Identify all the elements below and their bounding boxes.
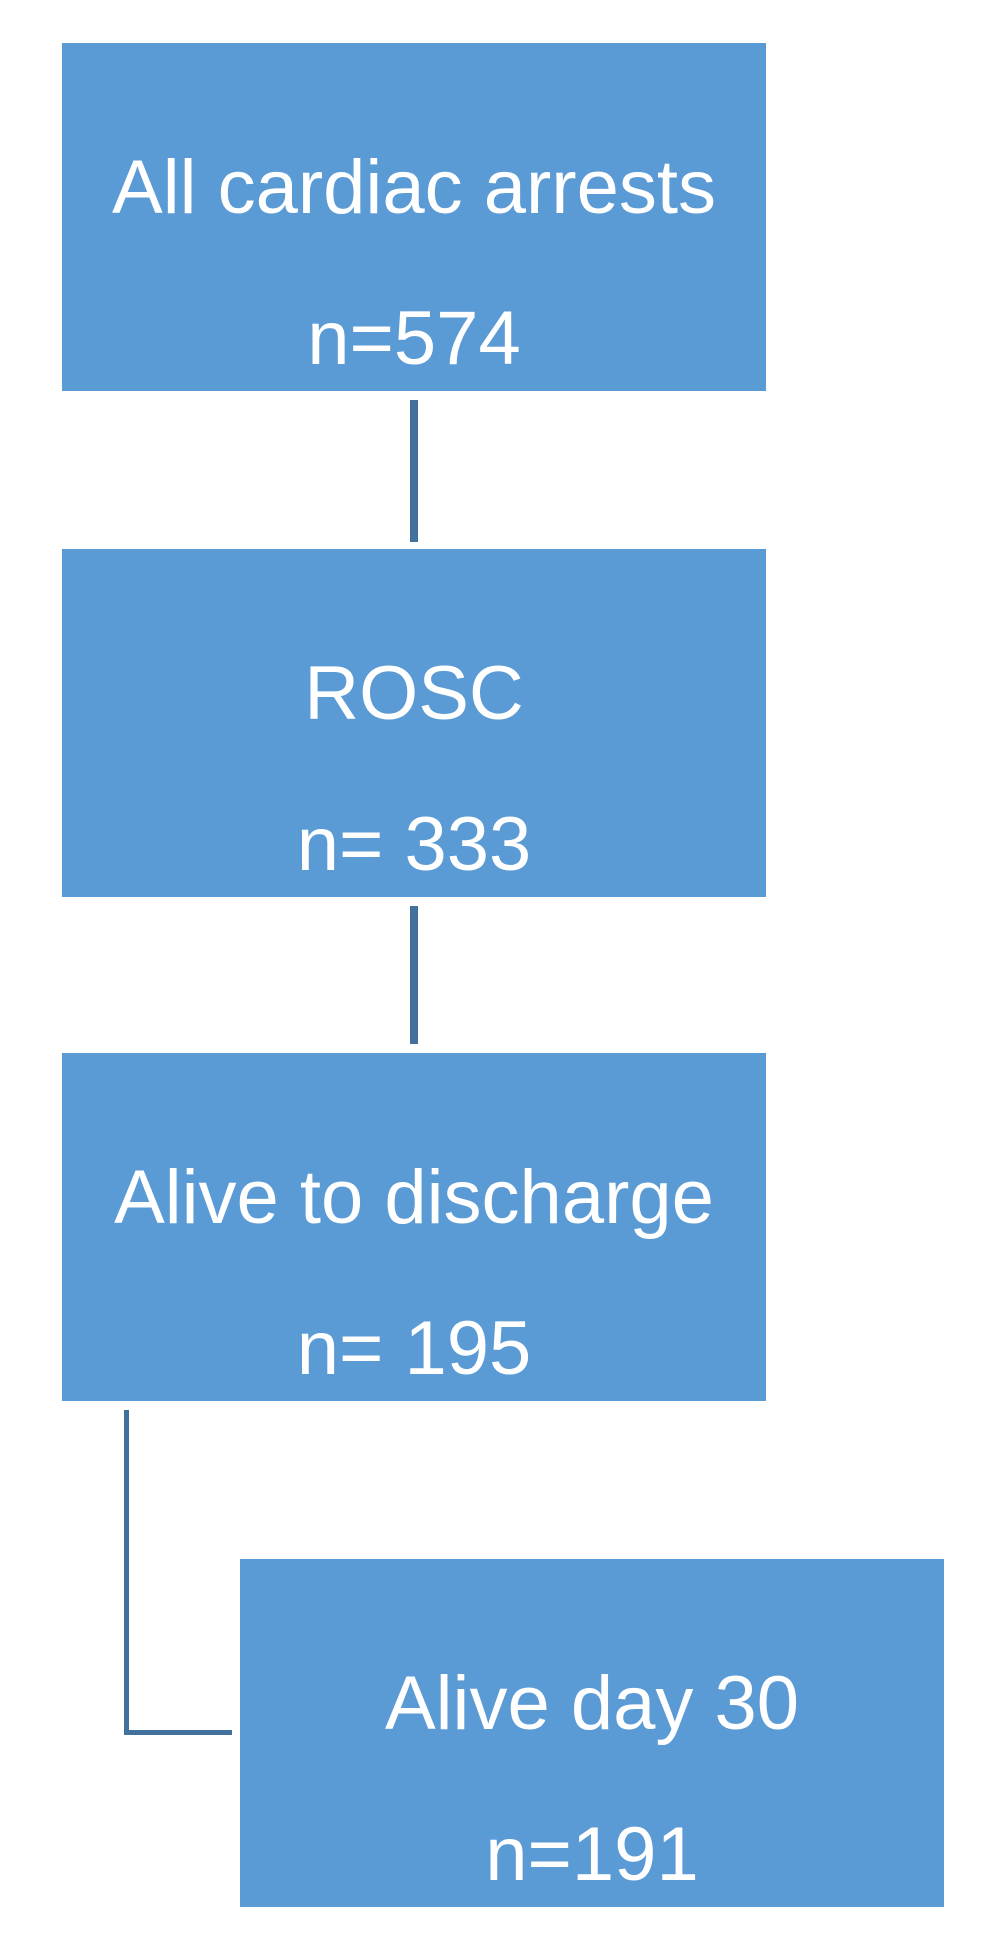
connector-line xyxy=(410,400,418,542)
box-title: Alive to discharge xyxy=(114,1155,714,1240)
box-count: n= 195 xyxy=(296,1306,532,1391)
box-title: All cardiac arrests xyxy=(112,145,716,230)
elbow-connector-horizontal xyxy=(124,1730,232,1735)
connector-line xyxy=(410,906,418,1044)
rosc-box: ROSC n= 333 xyxy=(62,549,766,897)
alive-day-30-box: Alive day 30 n=191 xyxy=(240,1559,944,1907)
all-cardiac-arrests-box: All cardiac arrests n=574 xyxy=(62,43,766,391)
box-title: ROSC xyxy=(304,651,524,736)
box-title: Alive day 30 xyxy=(384,1661,800,1746)
elbow-connector-vertical xyxy=(124,1410,129,1735)
box-count: n=191 xyxy=(485,1812,699,1897)
box-count: n= 333 xyxy=(296,802,532,887)
alive-to-discharge-box: Alive to discharge n= 195 xyxy=(62,1053,766,1401)
box-count: n=574 xyxy=(307,296,521,381)
